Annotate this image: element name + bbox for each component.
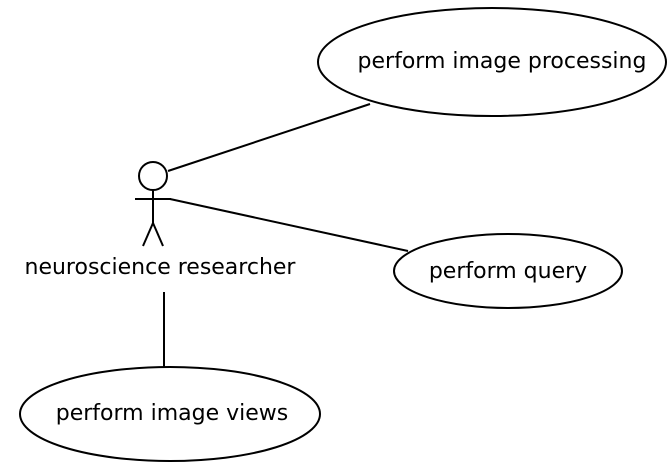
use-case-image-views-ellipse: [19, 366, 321, 462]
association-query: [169, 198, 409, 252]
use-case-image-processing: perform image processing: [317, 7, 667, 117]
use-case-query-label: perform query: [429, 259, 587, 284]
actor-stick-figure-icon: [135, 161, 171, 247]
use-case-image-views-label: perform image views: [56, 401, 288, 426]
association-image-processing: [167, 103, 371, 172]
actor-head: [138, 161, 168, 191]
use-case-image-views: perform image views: [19, 366, 321, 462]
use-case-query: perform query: [393, 233, 623, 309]
use-case-query-ellipse: [393, 233, 623, 309]
actor-right-leg: [152, 222, 164, 247]
actor-left-leg: [142, 222, 154, 247]
use-case-image-processing-ellipse: [317, 7, 667, 117]
actor-label: neuroscience researcher: [25, 255, 297, 280]
use-case-image-processing-label: perform image processing: [358, 49, 647, 74]
